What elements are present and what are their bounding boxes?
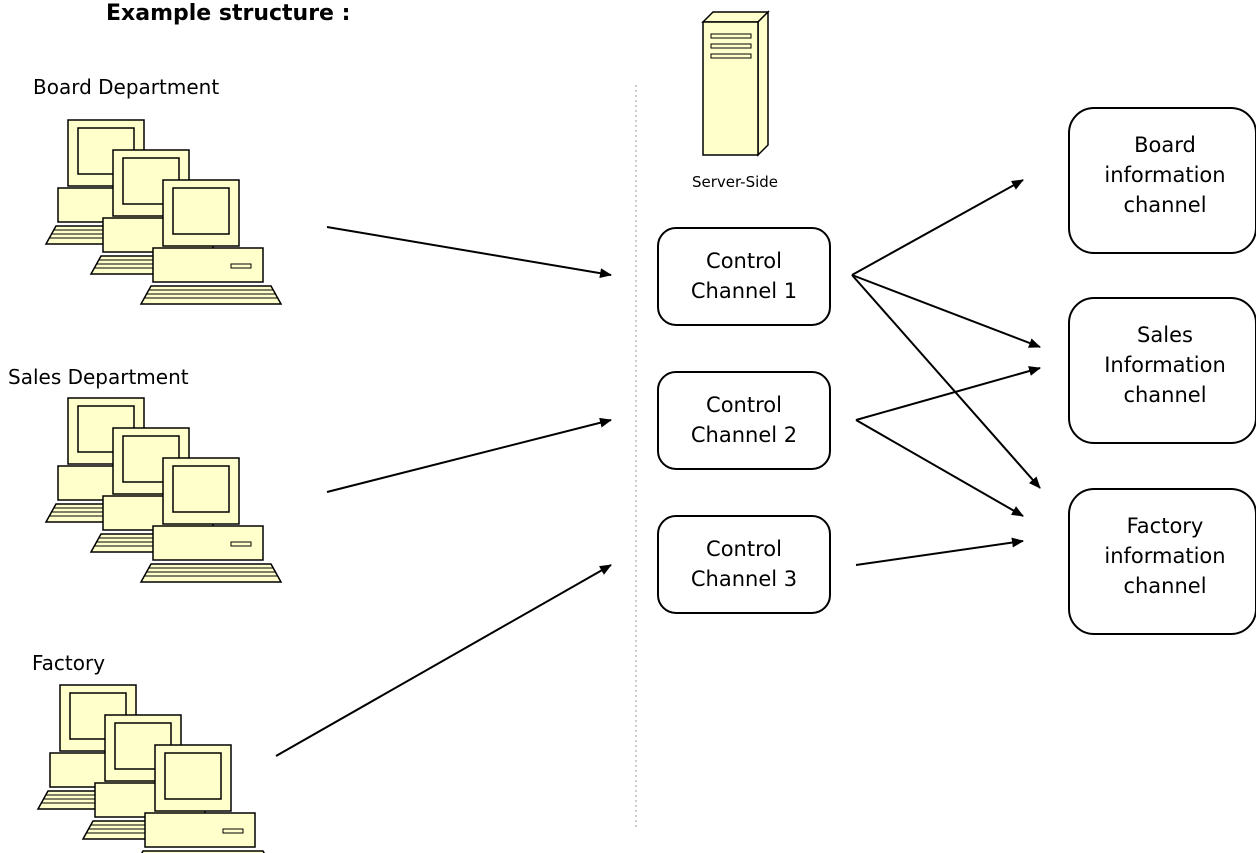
arrow-control-3-to-factory-info bbox=[855, 537, 1024, 566]
server-label: Server-Side bbox=[692, 173, 778, 191]
client-label-factory: Factory bbox=[32, 651, 105, 675]
info-channel-board-line2: information bbox=[1104, 163, 1225, 187]
arrow-control-2-to-factory-info bbox=[855, 419, 1024, 517]
info-channel-board-line3: channel bbox=[1123, 193, 1206, 217]
arrow-sales-to-control-2 bbox=[326, 417, 612, 493]
control-channel-2: Control Channel 2 bbox=[657, 371, 831, 470]
client-label-sales: Sales Department bbox=[8, 365, 189, 389]
arrow-factory-to-control-3 bbox=[275, 564, 612, 757]
arrow-control-2-to-sales-info bbox=[855, 366, 1041, 421]
control-channel-3-line1: Control bbox=[706, 537, 782, 561]
computer-group-icon-board bbox=[46, 120, 281, 304]
info-channel-board-line1: Board bbox=[1134, 133, 1196, 157]
info-channel-factory-line3: channel bbox=[1123, 574, 1206, 598]
info-channel-factory: Factory information channel bbox=[1068, 488, 1256, 635]
info-channel-board: Board information channel bbox=[1068, 107, 1256, 254]
server-tower-icon bbox=[701, 10, 770, 157]
arrow-control-1-to-board-info bbox=[851, 179, 1024, 276]
control-channel-3: Control Channel 3 bbox=[657, 515, 831, 614]
client-label-board: Board Department bbox=[33, 75, 219, 99]
info-channel-sales-line1: Sales bbox=[1137, 323, 1193, 347]
control-channel-2-line2: Channel 2 bbox=[691, 423, 797, 447]
diagram-title: Example structure : bbox=[106, 1, 350, 26]
arrow-control-1-to-sales-info bbox=[851, 274, 1041, 348]
control-channel-2-line1: Control bbox=[706, 393, 782, 417]
arrow-control-1-to-factory-info bbox=[851, 274, 1041, 489]
info-channel-factory-line1: Factory bbox=[1127, 514, 1204, 538]
control-channel-3-line2: Channel 3 bbox=[691, 567, 797, 591]
info-channel-sales-line3: channel bbox=[1123, 383, 1206, 407]
control-channel-1-line1: Control bbox=[706, 249, 782, 273]
computer-group-icon-sales bbox=[46, 398, 281, 582]
control-channel-1-line2: Channel 1 bbox=[691, 279, 797, 303]
arrow-board-to-control-1 bbox=[326, 226, 612, 279]
info-channel-sales: Sales Information channel bbox=[1068, 297, 1256, 444]
computer-group-icon-factory bbox=[38, 685, 273, 853]
info-channel-factory-line2: information bbox=[1104, 544, 1225, 568]
info-channel-sales-line2: Information bbox=[1104, 353, 1226, 377]
control-channel-1: Control Channel 1 bbox=[657, 227, 831, 326]
